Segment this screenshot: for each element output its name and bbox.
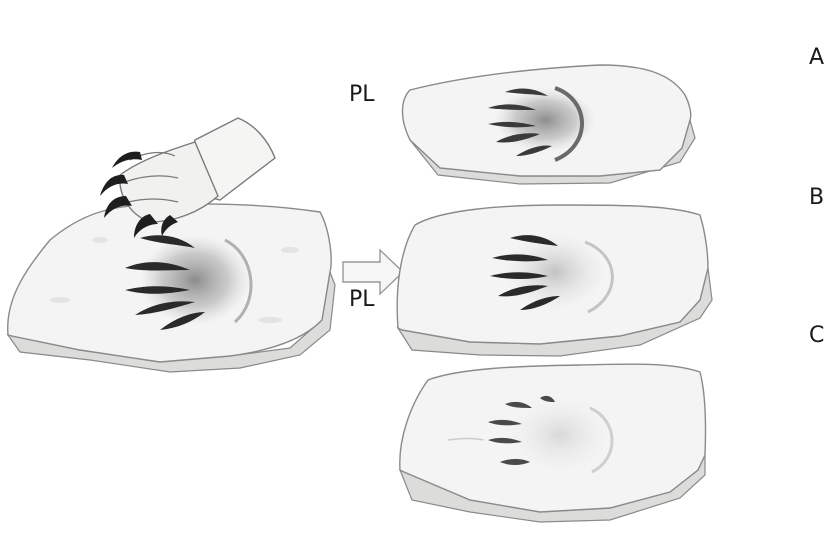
- pl-label-upper: PL: [349, 84, 375, 106]
- pl-label-lower: PL: [349, 289, 375, 311]
- slab-c-group: [400, 364, 706, 522]
- slab-a-group: [403, 65, 696, 184]
- panel-label-b: B: [809, 187, 824, 209]
- slab-b-group: [397, 205, 712, 356]
- panel-label-c: C: [809, 325, 824, 347]
- left-slab-group: [8, 118, 335, 372]
- panel-label-a: A: [809, 47, 824, 69]
